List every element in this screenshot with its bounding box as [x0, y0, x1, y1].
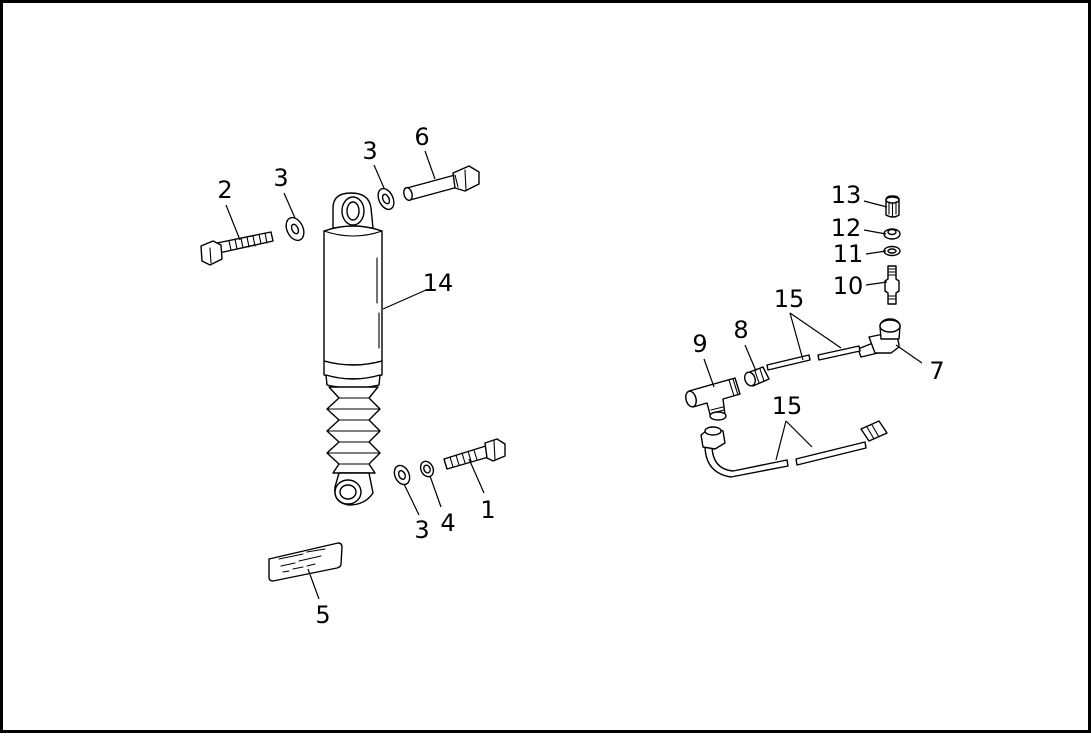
valve-fitting-10	[884, 265, 900, 305]
shock-absorber	[323, 192, 383, 506]
callout-15-upper: 15	[774, 285, 805, 313]
leader-lines	[225, 150, 923, 600]
callout-14: 14	[423, 269, 454, 297]
bolt-2	[200, 231, 274, 266]
elbow-fitting-7	[857, 318, 901, 358]
callout-7: 7	[929, 357, 944, 385]
tee-fitting-9	[685, 377, 741, 421]
callout-13: 13	[831, 181, 862, 209]
brake-line-upper	[766, 345, 861, 371]
callout-2: 2	[217, 176, 232, 204]
bolt-1	[443, 438, 506, 470]
exploded-parts-diagram: 1 2 3 3 3 4 5 6 7 8 9 10 11 12 13 14 15 …	[200, 123, 945, 629]
label-plate-5	[268, 542, 343, 582]
valve-cap-13	[885, 195, 900, 218]
callout-4: 4	[440, 509, 455, 537]
washer-3-upper-right	[377, 187, 395, 211]
callout-3-lower: 3	[414, 516, 429, 544]
brake-line-lower	[700, 420, 888, 478]
washer-3-upper-left	[285, 216, 305, 242]
callout-15-lower: 15	[772, 392, 803, 420]
callout-6: 6	[414, 123, 429, 151]
nut-12	[883, 228, 901, 240]
lock-washer-4	[419, 460, 435, 478]
callout-10: 10	[833, 272, 864, 300]
fitting-nut-8	[744, 366, 770, 387]
callout-3-upper-right: 3	[362, 137, 377, 165]
bolt-6	[403, 165, 480, 202]
callout-8: 8	[733, 316, 748, 344]
callout-5: 5	[315, 601, 330, 629]
callout-11: 11	[833, 240, 864, 268]
callout-labels: 1 2 3 3 3 4 5 6 7 8 9 10 11 12 13 14 15 …	[217, 123, 944, 629]
callout-12: 12	[831, 214, 862, 242]
callout-1: 1	[480, 496, 495, 524]
callout-9: 9	[692, 330, 707, 358]
washer-11	[883, 245, 901, 257]
callout-3-upper-left: 3	[273, 164, 288, 192]
washer-3-lower	[393, 464, 411, 486]
